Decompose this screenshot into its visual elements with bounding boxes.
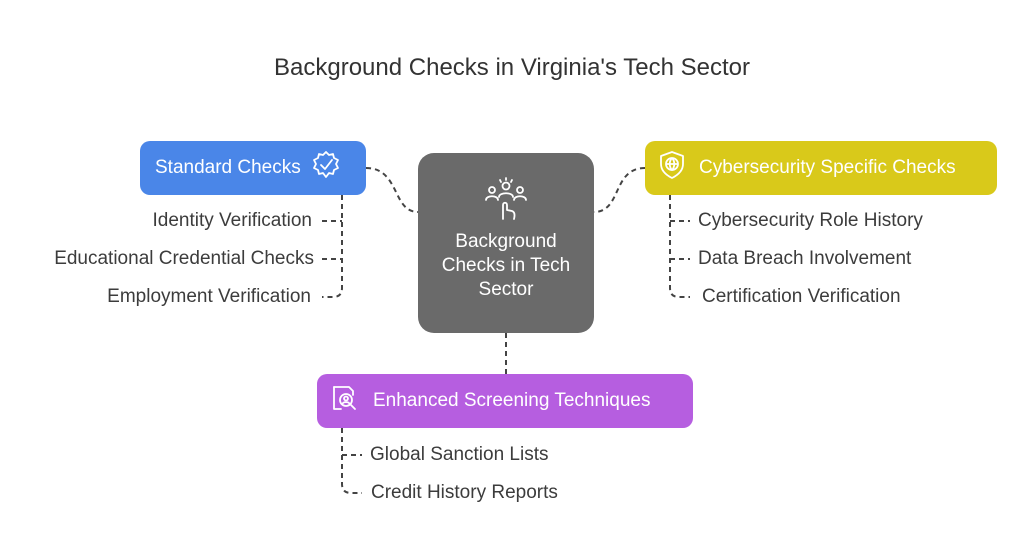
list-item: Cybersecurity Role History — [698, 210, 923, 231]
people-hand-icon — [480, 177, 532, 226]
connector-enhanced-items — [341, 428, 362, 494]
connector-cyber-items — [669, 195, 690, 298]
shield-globe-icon — [657, 150, 687, 186]
list-item: Data Breach Involvement — [698, 248, 912, 269]
person-search-icon — [329, 383, 359, 419]
center-label: Background Checks in Tech Sector — [441, 231, 571, 300]
category-standard-checks: Standard Checks — [140, 141, 366, 195]
connector-standard-items — [322, 195, 343, 298]
standard-checks-label: Standard Checks — [155, 157, 301, 178]
list-item: Global Sanction Lists — [370, 444, 549, 465]
list-item: Identity Verification — [152, 210, 312, 231]
enhanced-screening-label: Enhanced Screening Techniques — [373, 390, 651, 411]
connector-standard-center — [365, 167, 419, 213]
category-enhanced-screening: Enhanced Screening Techniques — [317, 374, 693, 428]
center-topic: Background Checks in Tech Sector — [418, 153, 594, 333]
list-item: Educational Credential Checks — [54, 248, 314, 269]
diagram-title: Background Checks in Virginia's Tech Sec… — [274, 54, 750, 81]
list-item: Credit History Reports — [371, 482, 558, 503]
list-item: Employment Verification — [107, 286, 311, 307]
category-cybersecurity-checks: Cybersecurity Specific Checks — [645, 141, 997, 195]
list-item: Certification Verification — [702, 286, 901, 307]
connector-cyber-center — [593, 167, 646, 213]
cybersecurity-checks-label: Cybersecurity Specific Checks — [699, 157, 956, 178]
badge-check-icon — [311, 150, 341, 186]
